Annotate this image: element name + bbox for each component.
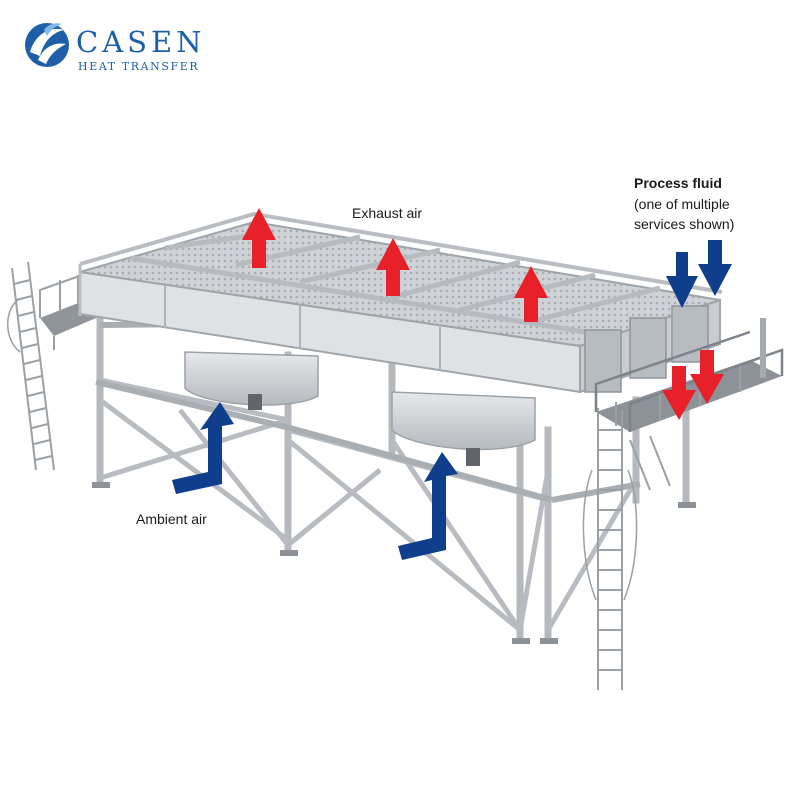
- exhaust-air-label: Exhaust air: [352, 205, 422, 221]
- process-out-arrow-2: [690, 350, 724, 404]
- process-fluid-note-line-2: services shown): [634, 216, 734, 232]
- fan-housing-left: [184, 351, 319, 410]
- company-logo: CASEN HEAT TRANSFER: [25, 23, 206, 73]
- process-fluid-out-arrows: [662, 350, 724, 420]
- brand-name: CASEN: [76, 25, 206, 59]
- process-fluid-note-line-1: (one of multiple: [634, 196, 730, 212]
- cross-bracing: [98, 377, 639, 632]
- exhaust-arrow-1: [242, 208, 276, 268]
- logo-mark: [25, 23, 69, 67]
- ambient-arrow-2: [398, 452, 458, 560]
- left-ladder: [7, 261, 55, 471]
- right-ladder: [582, 408, 638, 690]
- bundle-frame: [78, 211, 723, 394]
- ambient-air-arrows: [172, 402, 458, 560]
- exhaust-arrow-3: [514, 266, 548, 322]
- brand-tagline: HEAT TRANSFER: [78, 60, 199, 73]
- exhaust-air-arrows: [242, 208, 548, 322]
- process-fluid-label: Process fluid: [634, 175, 722, 191]
- exhaust-arrow-2: [376, 238, 410, 296]
- process-out-arrow-1: [662, 366, 696, 420]
- right-stair: [629, 435, 671, 491]
- process-fluid-in-arrows: [666, 240, 732, 308]
- process-in-arrow-1: [666, 252, 698, 308]
- ambient-air-label: Ambient air: [136, 511, 207, 527]
- ambient-arrow-1: [172, 402, 234, 494]
- foot-plates: [92, 482, 696, 644]
- process-in-arrow-2: [698, 240, 732, 296]
- fan-housing-right: [391, 391, 536, 466]
